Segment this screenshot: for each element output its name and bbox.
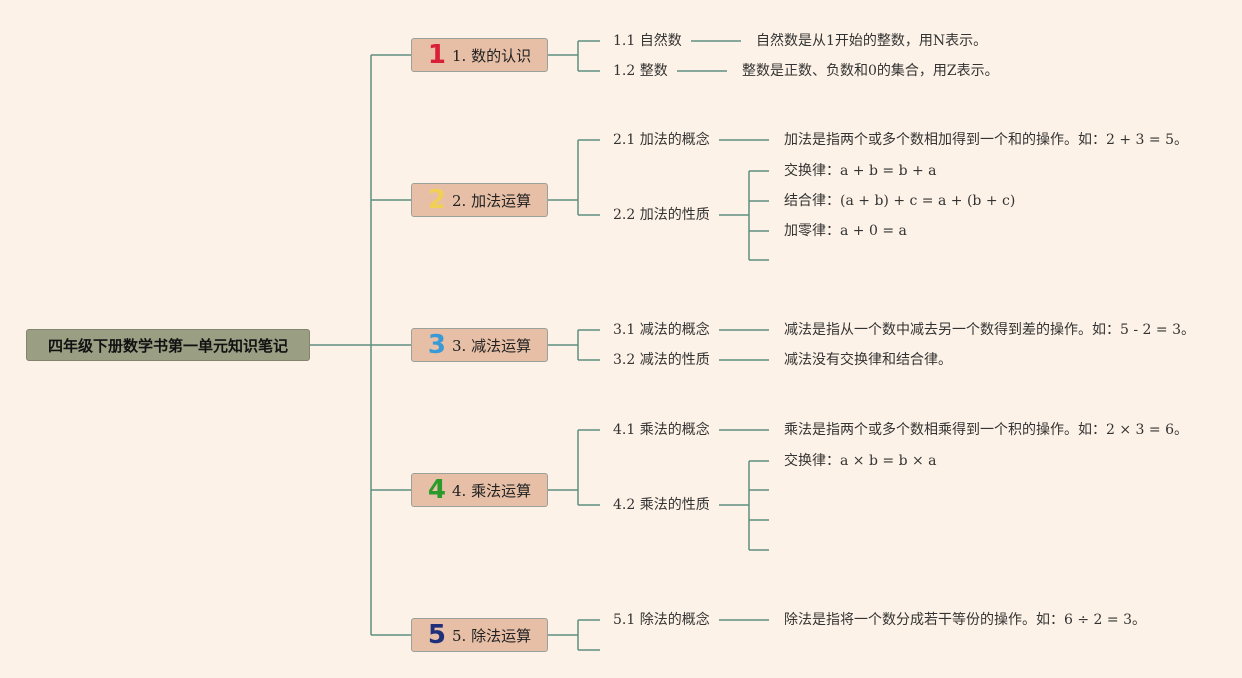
detail-4-1[interactable]: 乘法是指两个或多个数相乘得到一个积的操作。如：2 × 3 = 6。 [784,422,1188,438]
subtopic-3-2[interactable]: 3.2 减法的性质 [613,352,710,368]
subtopic-2-2[interactable]: 2.2 加法的性质 [613,207,710,223]
subtopic-3-1[interactable]: 3.1 减法的概念 [613,322,710,338]
detail-1-2[interactable]: 整数是正数、负数和0的集合，用Z表示。 [742,63,999,79]
topic-label: 4. 乘法运算 [452,481,532,500]
detail-3-1[interactable]: 减法是指从一个数中减去另一个数得到差的操作。如：5 - 2 = 3。 [784,322,1195,338]
topic-node-3[interactable]: 3 3. 减法运算 [411,328,548,362]
detail-2-2-b[interactable]: 结合律：(a + b) + c = a + (b + c) [784,193,1016,209]
topic-node-4[interactable]: 4 4. 乘法运算 [411,473,548,507]
topic-label: 1. 数的认识 [452,46,532,65]
subtopic-5-1[interactable]: 5.1 除法的概念 [613,612,710,628]
detail-5-1[interactable]: 除法是指将一个数分成若干等份的操作。如：6 ÷ 2 = 3。 [784,612,1146,628]
number-two-icon: 2 [427,185,446,215]
number-five-icon: 5 [427,620,446,650]
topic-node-2[interactable]: 2 2. 加法运算 [411,183,548,217]
topic-label: 5. 除法运算 [452,626,532,645]
subtopic-1-2[interactable]: 1.2 整数 [613,63,668,79]
detail-2-1[interactable]: 加法是指两个或多个数相加得到一个和的操作。如：2 + 3 = 5。 [784,132,1188,148]
topic-node-5[interactable]: 5 5. 除法运算 [411,618,548,652]
topic-label: 3. 减法运算 [452,336,532,355]
topic-node-1[interactable]: 1 1. 数的认识 [411,38,548,72]
detail-4-2-a[interactable]: 交换律：a × b = b × a [784,453,937,469]
detail-3-2[interactable]: 减法没有交换律和结合律。 [784,352,952,368]
subtopic-4-1[interactable]: 4.1 乘法的概念 [613,422,710,438]
root-title: 四年级下册数学书第一单元知识笔记 [47,336,288,355]
number-three-icon: 3 [427,330,446,360]
root-node[interactable]: 四年级下册数学书第一单元知识笔记 [26,329,310,361]
topic-label: 2. 加法运算 [452,191,532,210]
detail-2-2-a[interactable]: 交换律：a + b = b + a [784,163,937,179]
subtopic-1-1[interactable]: 1.1 自然数 [613,33,682,49]
subtopic-4-2[interactable]: 4.2 乘法的性质 [613,497,710,513]
detail-1-1[interactable]: 自然数是从1开始的整数，用N表示。 [756,33,988,49]
subtopic-2-1[interactable]: 2.1 加法的概念 [613,132,710,148]
detail-2-2-c[interactable]: 加零律：a + 0 = a [784,223,907,239]
number-four-icon: 4 [427,475,446,505]
number-one-icon: 1 [427,40,446,70]
